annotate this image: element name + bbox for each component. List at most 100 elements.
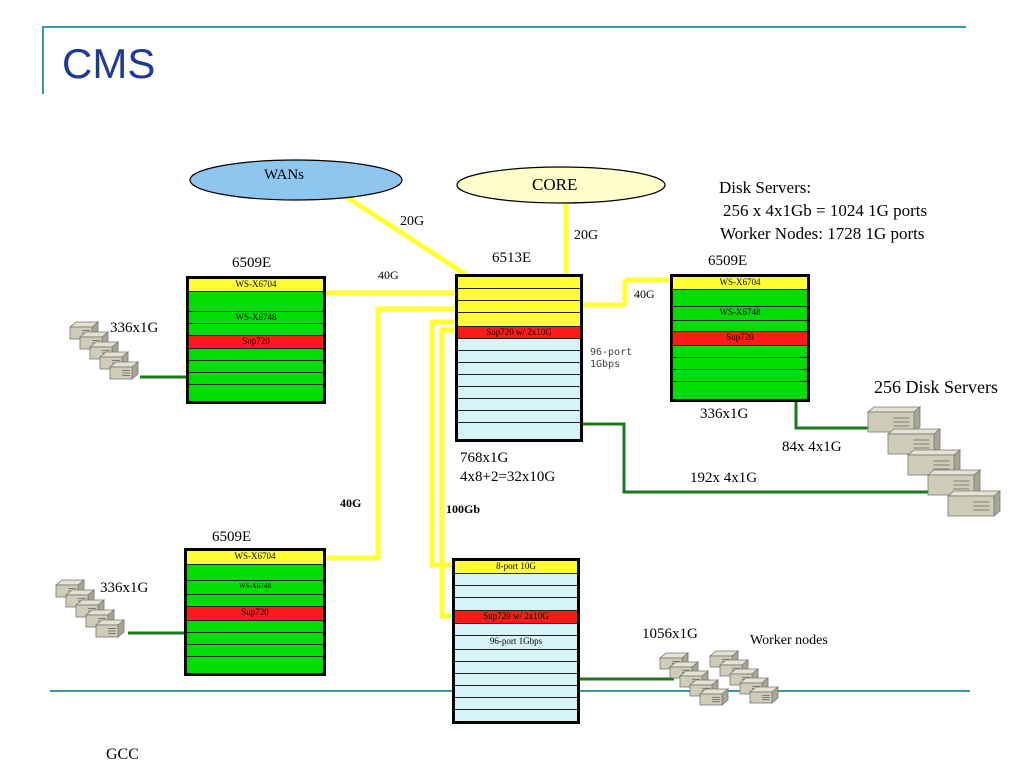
bottom-left-slot-9 — [187, 657, 323, 673]
core-slot-12 — [458, 411, 580, 423]
summary-line-1: Disk Servers: — [719, 178, 812, 197]
right-link-speed: 40G — [634, 287, 655, 301]
bottom-mid-slot-13 — [455, 710, 577, 721]
top-left-hosts: 336x1G — [110, 320, 159, 336]
core-sup-card: Sup720 w/ 2x10G — [458, 327, 580, 339]
left-bottom-link-speed: 40G — [340, 496, 362, 510]
title-rule — [42, 26, 966, 28]
top-right-slot-6 — [673, 346, 807, 358]
bottom-mid-slot-8 — [455, 650, 577, 662]
core-slot-4 — [458, 313, 580, 327]
bottom-mid-slot-9 — [455, 662, 577, 674]
core-slot-2 — [458, 289, 580, 301]
core-switch: Sup720 w/ 2x10G — [455, 274, 583, 442]
top-left-card-1: WS-X6704 — [189, 279, 323, 292]
left-top-link-speed: 40G — [378, 268, 399, 282]
title-bar — [42, 26, 44, 94]
top-left-slot-2 — [189, 292, 323, 312]
top-left-slot-7 — [189, 361, 323, 373]
core-slot-7 — [458, 351, 580, 363]
top-left-switch-name: 6509E — [232, 255, 272, 271]
top-left-slot-9 — [189, 385, 323, 401]
core-slot-1 — [458, 277, 580, 289]
top-right-slot-8 — [673, 370, 807, 382]
top-left-switch: WS-X6704 WS-X6748 Sup720 — [186, 276, 326, 404]
bottom-mid-slot-4 — [455, 598, 577, 611]
wans-label: WANs — [264, 167, 304, 183]
core-slot-6 — [458, 339, 580, 351]
bottom-mid-slot-10 — [455, 674, 577, 686]
top-right-sup: Sup720 — [673, 332, 807, 346]
bottom-left-slot-2 — [187, 565, 323, 581]
core-slot-10 — [458, 387, 580, 399]
bottom-mid-slot-12 — [455, 698, 577, 710]
bottom-mid-slot-2 — [455, 574, 577, 586]
core-slot-13 — [458, 423, 580, 439]
bottom-left-hosts: 336x1G — [100, 580, 149, 596]
top-right-hosts: 336x1G — [700, 406, 749, 422]
top-left-server-5 — [108, 361, 140, 380]
worker-nodes-label: Worker nodes — [750, 633, 828, 648]
bottom-left-server-4 — [84, 609, 116, 628]
disk-server-1 — [866, 406, 922, 433]
disk-server-5 — [946, 490, 1002, 517]
slide-title: CMS — [62, 40, 156, 87]
top-right-slot-2 — [673, 290, 807, 307]
bottom-left-card-1: WS-X6704 — [187, 551, 323, 565]
top-right-slot-9 — [673, 382, 807, 399]
core-port-note: 96-port 1Gbps — [590, 347, 633, 370]
core-slot-8 — [458, 363, 580, 375]
bottom-left-server-5 — [94, 619, 126, 638]
bottom-left-slot-6 — [187, 621, 323, 633]
footer-text: GCC — [106, 746, 139, 763]
bottom-mid-slot-3 — [455, 586, 577, 598]
top-right-slot-7 — [673, 358, 807, 370]
bottom-mid-hosts: 1056x1G — [642, 626, 698, 642]
bottom-mid-sup: Sup720 w/ 2x10G — [455, 611, 577, 624]
top-left-slot-6 — [189, 349, 323, 361]
bottom-mid-slot-6 — [455, 624, 577, 636]
top-left-slot-4 — [189, 324, 323, 336]
bottom-mid-card-2: 96-port 1Gbps — [455, 636, 577, 650]
bottom-mid-slot-11 — [455, 686, 577, 698]
bottom-left-switch: WS-X6704 WS-X6748 Sup720 — [184, 548, 326, 676]
top-right-card-2: WS-X6748 — [673, 307, 807, 321]
worker-b-server-5 — [748, 686, 780, 704]
top-right-switch-name: 6509E — [708, 253, 748, 269]
disk-server-3 — [906, 449, 962, 476]
disk-link-2: 192x 4x1G — [690, 470, 758, 486]
core-label: CORE — [532, 175, 578, 194]
bottom-left-switch-name: 6509E — [212, 529, 252, 545]
top-left-sup: Sup720 — [189, 336, 323, 349]
core-switch-name: 6513E — [492, 250, 532, 266]
core-ports-10g: 4x8+2=32x10G — [460, 469, 556, 485]
core-slot-9 — [458, 375, 580, 387]
worker-b-server-2 — [718, 659, 750, 677]
bottom-mid-switch: 8-port 10G Sup720 w/ 2x10G 96-port 1Gbps — [452, 558, 580, 724]
disk-servers-title: 256 Disk Servers — [874, 377, 998, 397]
bottom-left-sup: Sup720 — [187, 607, 323, 621]
bottom-mid-card-1: 8-port 10G — [455, 561, 577, 574]
core-slot-3 — [458, 301, 580, 313]
disk-server-2 — [886, 428, 942, 455]
top-right-card-1: WS-X6704 — [673, 277, 807, 290]
disk-link-1: 84x 4x1G — [782, 439, 842, 455]
wan-link-speed: 20G — [400, 214, 425, 229]
worker-a-server-5 — [698, 688, 730, 706]
top-right-slot-4 — [673, 321, 807, 332]
top-left-slot-8 — [189, 373, 323, 385]
mid-link-speed: 100Gb — [446, 502, 481, 516]
summary-line-2: 256 x 4x1Gb = 1024 1G ports — [723, 201, 928, 220]
top-left-card-2: WS-X6748 — [189, 312, 323, 324]
bottom-left-slot-4 — [187, 595, 323, 607]
core-slot-11 — [458, 399, 580, 411]
bottom-left-slot-7 — [187, 633, 323, 645]
core-ports-1g: 768x1G — [460, 450, 509, 466]
summary-line-3: Worker Nodes: 1728 1G ports — [720, 224, 925, 243]
bottom-left-slot-8 — [187, 645, 323, 657]
bottom-left-card-2: WS-X6748 — [187, 581, 323, 595]
top-right-switch: WS-X6704 WS-X6748 Sup720 — [670, 274, 810, 402]
